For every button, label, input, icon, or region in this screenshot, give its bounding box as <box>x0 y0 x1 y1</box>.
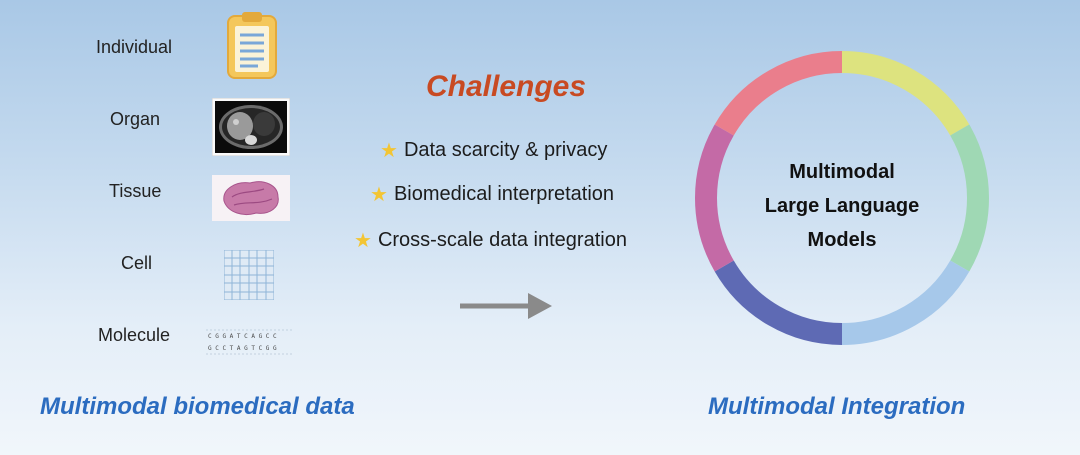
scale-label-tissue: Tissue <box>109 181 162 201</box>
right-arrow-icon <box>458 290 554 322</box>
challenge-text: Data scarcity & privacy <box>403 139 608 161</box>
ct-scan-icon <box>212 98 290 156</box>
tissue-slide-icon <box>212 175 290 221</box>
cell-grid-icon <box>224 250 274 300</box>
ring-segment <box>950 124 989 272</box>
star-icon: ★ <box>380 140 398 162</box>
clipboard-icon <box>226 10 278 80</box>
challenge-item-3: ★ Cross-scale data integration <box>354 228 627 253</box>
footer-label-right: Multimodal Integration <box>708 393 966 420</box>
svg-text:C G G A T C A G C C: C G G A T C A G C C <box>208 333 277 340</box>
scale-label-molecule: Molecule <box>98 325 171 345</box>
ring-label-line-1: Multimodal <box>789 161 895 183</box>
ring-label-line-2: Large Language <box>764 195 920 217</box>
dna-sequence-icon: C G G A T C A G C C G C C T A G T C G G <box>206 326 292 356</box>
scale-label-organ: Organ <box>110 109 161 129</box>
scale-label-cell: Cell <box>121 253 153 273</box>
challenge-text: Cross-scale data integration <box>377 229 627 251</box>
ring-segment <box>841 260 970 345</box>
ring-segment <box>841 51 970 136</box>
star-icon: ★ <box>354 230 372 252</box>
star-icon: ★ <box>370 184 388 206</box>
ring-segment <box>695 124 734 272</box>
footer-label-left: Multimodal biomedical data <box>40 393 355 420</box>
ring-label-line-3: Models <box>807 229 877 251</box>
ring-segment <box>714 260 843 345</box>
challenge-item-1: ★ Data scarcity & privacy <box>380 138 607 163</box>
scale-label-individual: Individual <box>96 37 173 57</box>
ring-segments <box>695 51 989 345</box>
model-ring <box>692 48 992 348</box>
challenge-item-2: ★ Biomedical interpretation <box>370 182 614 207</box>
challenges-title: Challenges <box>426 70 587 103</box>
ring-segment <box>714 51 843 136</box>
svg-text:G C C T A G T C G G: G C C T A G T C G G <box>208 345 277 352</box>
challenge-text: Biomedical interpretation <box>393 183 615 205</box>
ring-center-label: Multimodal Large Language Models <box>692 155 992 257</box>
